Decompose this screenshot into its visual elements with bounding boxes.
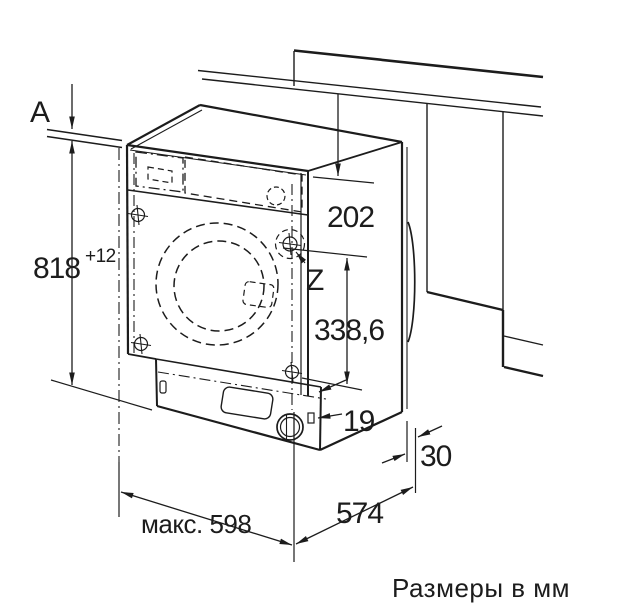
- detergent-drawer: [135, 151, 184, 193]
- door-handle: [242, 281, 275, 309]
- front-offset-dimension: 19: [343, 405, 375, 438]
- dimension-max-598: [120, 491, 293, 546]
- dimension-19: [317, 379, 347, 419]
- drum-door: [155, 222, 279, 346]
- niche-height-tolerance: +12: [85, 246, 116, 267]
- band-circle-mark: [266, 186, 286, 206]
- dimension-height-818: [50, 84, 153, 411]
- worktop-left: [46, 128, 123, 149]
- dimension-338-6: [282, 247, 368, 391]
- drawer-insert: [147, 166, 173, 184]
- dimension-30: [381, 421, 443, 493]
- hinge-detail: [307, 412, 315, 424]
- mounting-screw: [130, 333, 152, 355]
- dimension-202: [312, 94, 375, 184]
- front-panel-details: [127, 151, 309, 410]
- mounting-screw: [281, 361, 303, 383]
- dimension-574: [293, 412, 414, 562]
- max-width-dimension: макс. 598: [141, 509, 251, 539]
- rear-clearance-dimension: 30: [420, 440, 452, 473]
- control-band: [184, 156, 303, 213]
- door-hinge-bulge: [407, 221, 416, 343]
- appliance-top: [126, 103, 403, 176]
- worktop-right: [197, 49, 544, 117]
- drain-position-label: Z: [306, 264, 324, 297]
- drain-height-dimension: 338,6: [314, 314, 384, 347]
- drain-hose-mark: [274, 228, 306, 260]
- service-slot: [159, 380, 167, 394]
- side-cabinet: [426, 104, 544, 378]
- top-clearance-dimension: 202: [327, 201, 374, 234]
- units-note: Размеры в мм: [392, 573, 570, 603]
- display-window: [220, 386, 274, 420]
- z-leader: [295, 251, 307, 264]
- depth-dimension: 574: [336, 497, 383, 530]
- niche-height-dimension: 818: [33, 252, 80, 285]
- control-knob: [276, 413, 304, 441]
- worktop-section-label: A: [30, 96, 50, 129]
- mounting-screw: [127, 204, 149, 226]
- appliance-outline: [125, 103, 416, 451]
